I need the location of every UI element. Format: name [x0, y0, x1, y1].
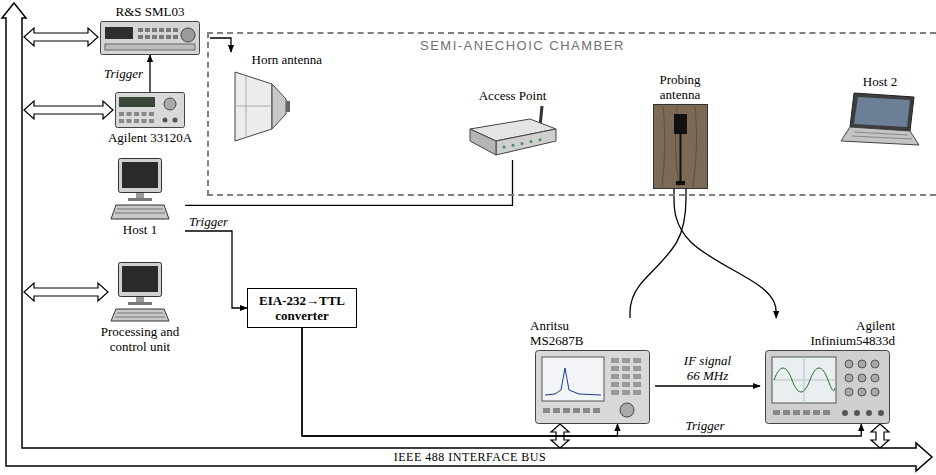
signal-label: IF signal 66 MHz — [677, 353, 739, 383]
device-label: Probing antenna — [645, 72, 715, 102]
function-generator: Agilent 33120A — [95, 92, 205, 145]
siggen-icon — [100, 21, 200, 55]
pc-icon — [110, 262, 170, 322]
horn-icon — [232, 69, 292, 144]
bus-label-holder: IEEE 488 INTERFACE BUS — [391, 449, 549, 465]
device-label: Host 2 — [863, 74, 897, 89]
connector — [185, 160, 513, 205]
device-label: Host 1 — [123, 222, 157, 237]
device-label: Access Point — [479, 88, 547, 103]
device-label: Horn antenna — [252, 52, 322, 67]
signal-label: Trigger — [187, 214, 230, 229]
signal-label-holder: IF signal 66 MHz — [677, 353, 739, 383]
scope-icon — [765, 350, 890, 424]
connector — [149, 55, 150, 92]
access-point: Access Point — [460, 88, 565, 160]
pc-icon — [110, 158, 170, 220]
signal-label-holder: Trigger — [683, 418, 726, 433]
connector — [655, 385, 760, 386]
device-label: Agilent 33120A — [108, 130, 192, 145]
laptop-icon — [840, 91, 920, 149]
bus-link-arrow — [24, 283, 108, 301]
specan-icon — [535, 350, 650, 424]
signal-label: Trigger — [683, 418, 726, 433]
device-label: Processing and control unit — [90, 324, 190, 354]
connector — [185, 231, 247, 308]
signal-label-holder: Trigger — [187, 214, 230, 229]
bus-link-arrow — [24, 101, 113, 119]
probe-icon — [653, 104, 708, 189]
box-label: EIA-232→TTL converter — [254, 293, 350, 323]
connector — [674, 189, 776, 318]
region-label: SEMI-ANECHOIC CHAMBER — [420, 38, 625, 53]
probing-antenna: Probing antenna — [640, 72, 720, 189]
device-label: R&S SML03 — [116, 4, 185, 19]
converter-box: EIA-232→TTL converter — [247, 288, 357, 328]
control-computer: Processing and control unit — [80, 262, 200, 354]
device-label: Anritsu MS2687B — [530, 318, 605, 348]
connector — [630, 189, 686, 318]
bus-link-arrow — [871, 424, 889, 448]
horn-antenna: Horn antenna — [222, 52, 322, 144]
connector — [210, 38, 231, 52]
signal-generator: R&S SML03 — [90, 4, 210, 55]
signal-label-holder: Trigger — [102, 66, 145, 81]
oscilloscope: Agilent Infinium54833d — [760, 318, 895, 424]
ap-icon — [468, 105, 558, 160]
bus-label: IEEE 488 INTERFACE BUS — [391, 449, 549, 465]
bus-link-arrow — [24, 28, 98, 46]
chamber-region: SEMI-ANECHOIC CHAMBER Horn antennaAccess … — [207, 32, 936, 196]
interface-bus — [2, 3, 932, 471]
host-computer: Host 1 — [95, 158, 185, 237]
funcgen-icon — [115, 92, 185, 128]
laptop-host: Host 2 — [835, 74, 925, 149]
device-label: Agilent Infinium54833d — [795, 318, 895, 348]
spectrum-analyzer: Anritsu MS2687B — [530, 318, 655, 424]
signal-label: Trigger — [102, 66, 145, 81]
